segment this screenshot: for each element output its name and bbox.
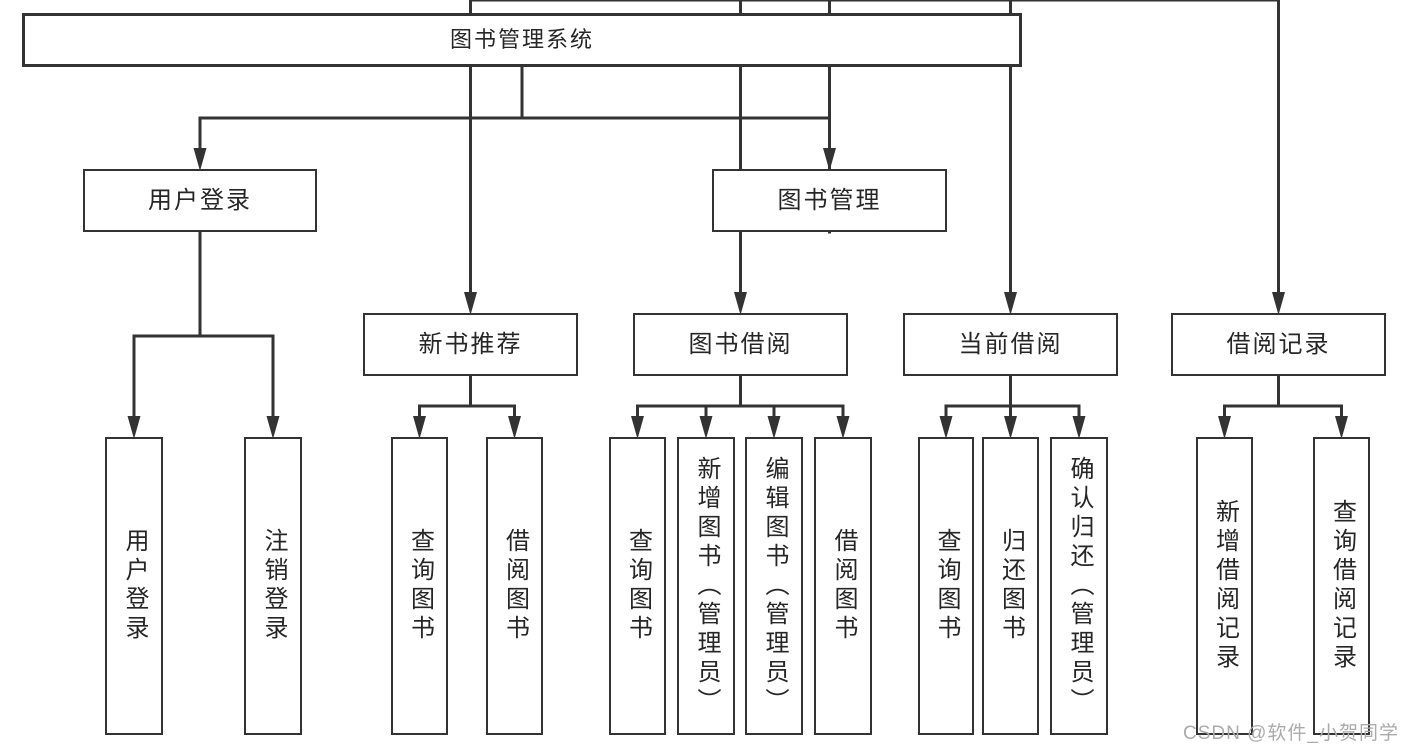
- node-label: 用户登录: [148, 186, 252, 214]
- node-label: 编辑图书（管理员）: [761, 455, 788, 717]
- node-book-mgmt: 图书管理: [712, 169, 947, 232]
- node-label: 查询图书: [933, 528, 960, 644]
- node-cb-confirm-return: 确认归还（管理员）: [1050, 437, 1108, 735]
- node-rec-borrow-books: 借阅图书: [486, 437, 543, 735]
- watermark: CSDN @软件_小贺同学: [1183, 723, 1399, 744]
- node-label: 新增借阅记录: [1211, 499, 1239, 673]
- node-new-book-rec: 新书推荐: [363, 313, 578, 376]
- node-label: 图书借阅: [688, 330, 793, 358]
- node-label: 新增图书（管理员）: [693, 455, 720, 717]
- node-bb-add-books: 新增图书（管理员）: [677, 437, 735, 735]
- node-user-login: 用户登录: [105, 437, 163, 735]
- node-root: 图书管理系统: [22, 13, 1022, 67]
- node-label: 新书推荐: [418, 330, 523, 358]
- node-label: 图书管理: [777, 186, 882, 214]
- node-label: 查询图书: [406, 528, 434, 644]
- node-cb-return-books: 归还图书: [982, 437, 1039, 735]
- node-bb-borrow-books: 借阅图书: [814, 437, 872, 735]
- node-label: 注销登录: [260, 528, 287, 644]
- node-current-borrow: 当前借阅: [903, 313, 1118, 376]
- node-label: 图书管理系统: [449, 27, 594, 52]
- node-cb-query-books: 查询图书: [918, 437, 974, 735]
- node-bb-edit-books: 编辑图书（管理员）: [745, 437, 803, 735]
- node-label: 查询图书: [624, 528, 652, 644]
- node-bb-query-books: 查询图书: [609, 437, 666, 735]
- node-label: 归还图书: [997, 528, 1025, 644]
- node-br-add-record: 新增借阅记录: [1196, 437, 1253, 735]
- node-label: 用户登录: [121, 528, 148, 644]
- node-label: 借阅图书: [501, 528, 529, 644]
- node-label: 借阅图书: [830, 528, 857, 644]
- node-label: 当前借阅: [958, 330, 1063, 358]
- node-borrow-records: 借阅记录: [1171, 313, 1386, 376]
- node-user-login-group: 用户登录: [83, 169, 317, 232]
- node-rec-query-books: 查询图书: [391, 437, 448, 735]
- node-label: 查询借阅记录: [1328, 499, 1356, 673]
- node-label: 确认归还（管理员）: [1066, 455, 1093, 717]
- node-br-query-record: 查询借阅记录: [1313, 437, 1370, 735]
- node-logout: 注销登录: [244, 437, 302, 735]
- node-book-borrow: 图书借阅: [633, 313, 848, 376]
- node-label: 借阅记录: [1226, 330, 1331, 358]
